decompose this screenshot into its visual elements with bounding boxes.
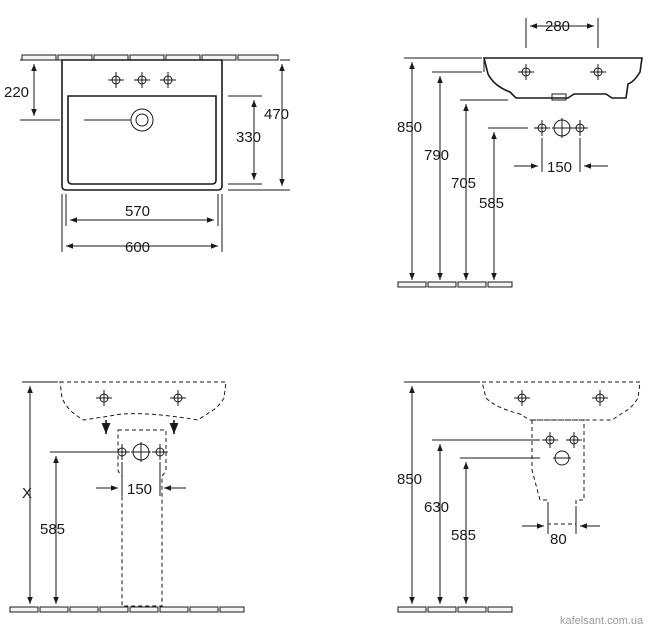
tap-hole-icon [133,71,151,89]
dim-470: 470 [264,106,289,123]
dim-330: 330 [236,129,261,146]
basin-side-outline [482,57,643,99]
tap-hole-icon [159,71,177,89]
tap-hole-icon [591,389,609,407]
side-view: 280 850 790 705 585 150 [397,18,643,288]
basin-front-dashed [59,381,227,421]
wall-tiles [21,54,279,61]
watermark: kafelsant.com.ua [560,615,644,627]
dim-585: 585 [451,527,476,544]
dim-600: 600 [125,239,150,256]
tap-hole-icon [517,63,535,81]
dim-80: 80 [550,531,567,548]
waste-connection-icon [131,442,151,462]
supply-connection-icon [113,443,131,461]
dim-850: 850 [397,471,422,488]
dim-585: 585 [40,521,65,538]
basin-side-dashed [481,381,641,421]
dim-585: 585 [479,195,504,212]
dim-x: X [22,485,32,502]
tap-hole-icon [107,71,125,89]
side-pedestal-view: 80 850 630 585 [397,381,641,613]
semi-pedestal-outline [531,419,585,525]
dim-705: 705 [451,175,476,192]
supply-connection-icon [571,119,589,137]
floor-tiles [397,281,513,288]
tap-hole-icon [169,389,187,407]
top-view: 220 330 470 570 600 [4,54,290,256]
supply-connection-icon [541,431,559,449]
tap-hole-icon [589,63,607,81]
waste-connection-icon [553,450,571,466]
dim-790: 790 [424,147,449,164]
pedestal-outline [117,429,167,607]
dim-570: 570 [125,203,150,220]
waste-connection-icon [552,118,572,138]
tap-hole-icon [95,389,113,407]
front-pedestal-view: 150 X 585 [9,381,245,613]
dim-280: 280 [545,18,570,35]
bowl-outline [67,95,217,185]
dim-150: 150 [547,159,572,176]
drain-outlet [551,93,567,101]
basin-outline [61,59,223,191]
supply-connection-icon [533,119,551,137]
floor-tiles [9,606,245,613]
floor-tiles [397,606,513,613]
dim-150: 150 [127,481,152,498]
dim-850: 850 [397,119,422,136]
dim-220: 220 [4,84,29,101]
dim-630: 630 [424,499,449,516]
supply-connection-icon [565,431,583,449]
drain-icon [84,108,154,132]
tap-hole-icon [513,389,531,407]
